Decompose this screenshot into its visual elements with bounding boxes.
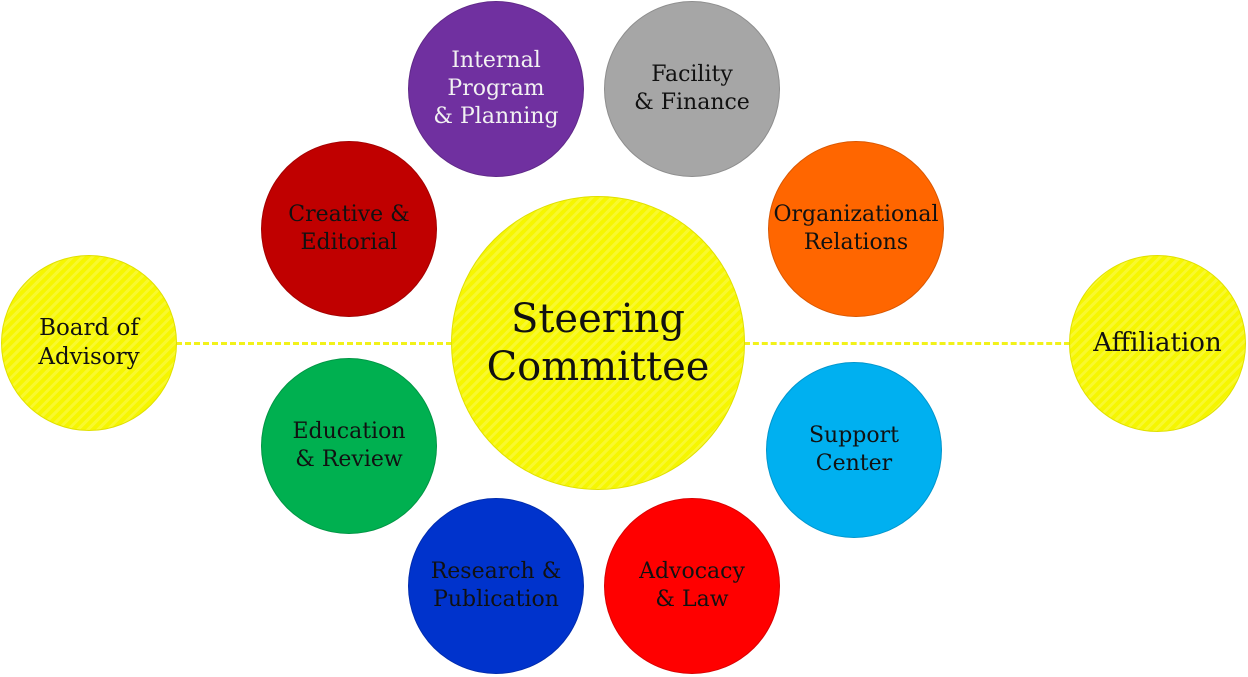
committee-label: Support Center [808,422,899,476]
steering-committee-label: Steering Committee [486,296,710,390]
committee-research-publication: Research & Publication [408,498,584,674]
board-of-advisory-node: Board of Advisory [1,255,177,431]
committee-advocacy-law: Advocacy & Law [604,498,780,674]
affiliation-node: Affiliation [1069,255,1246,432]
committee-facility-finance: Facility & Finance [604,1,780,177]
committee-label: Facility & Finance [634,61,750,115]
committee-organizational-relations: Organizational Relations [768,141,944,317]
connector-right [744,342,1070,345]
committee-education-review: Education & Review [261,358,437,534]
committee-label: Internal Program & Planning [433,47,559,130]
committee-label: Organizational Relations [773,201,939,255]
connector-left [176,342,452,345]
affiliation-label: Affiliation [1093,327,1222,358]
board-of-advisory-label: Board of Advisory [38,314,140,370]
committee-internal-program-planning: Internal Program & Planning [408,1,584,177]
committee-support-center: Support Center [766,362,942,538]
committee-label: Research & Publication [430,558,562,612]
committee-label: Education & Review [292,418,406,472]
steering-committee-node: Steering Committee [451,196,745,490]
committee-label: Creative & Editorial [288,201,410,255]
committee-label: Advocacy & Law [639,558,745,612]
committee-creative-editorial: Creative & Editorial [261,141,437,317]
